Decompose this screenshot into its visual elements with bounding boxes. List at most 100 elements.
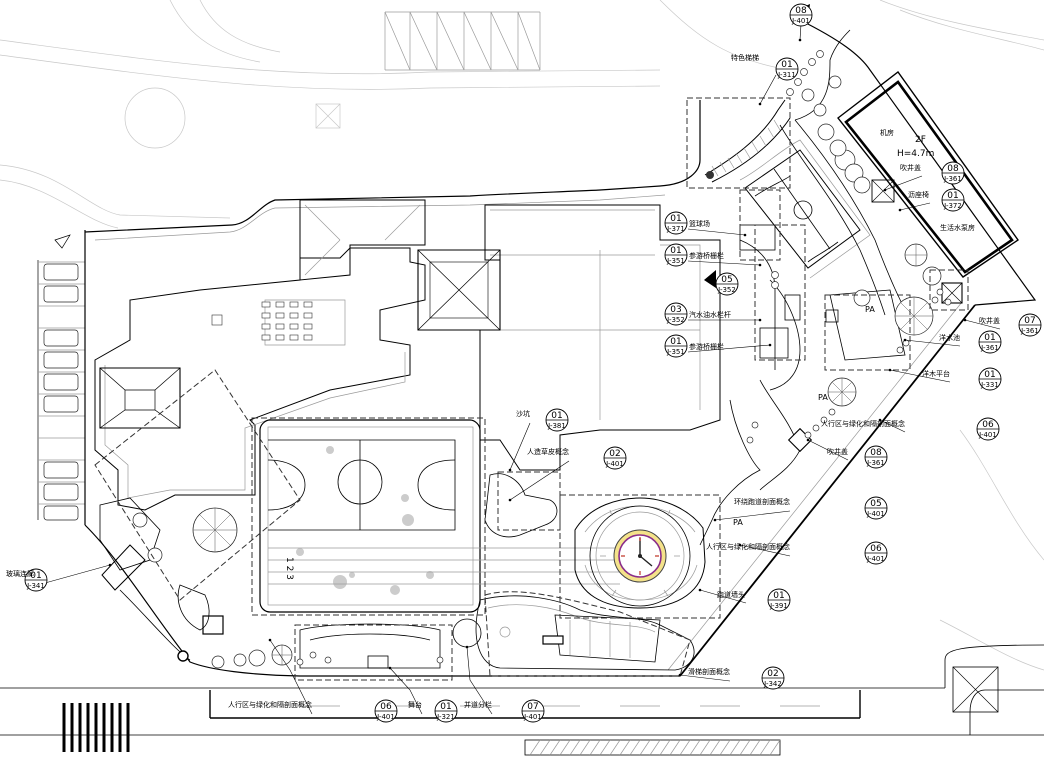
pa-mark-3: PA <box>733 518 743 527</box>
callout-sheet: J-401 <box>523 713 542 721</box>
floor-label: 2F <box>915 135 926 145</box>
callout-label: 沙坑 <box>516 409 530 418</box>
trees <box>132 50 952 669</box>
leader-dot <box>713 518 717 522</box>
callout-number: 01 <box>773 591 784 601</box>
leader-line <box>699 589 747 604</box>
callout-layer: 01J-311特色梯梯08J-40108J-361吹井盖01J-372沥座椅01… <box>6 3 1042 723</box>
callout-number: 01 <box>551 411 562 421</box>
callout-number: 06 <box>380 702 392 712</box>
callout-label: 吹井盖 <box>979 316 1000 325</box>
callout-label: 并道分栏 <box>464 700 492 709</box>
callout-number: 03 <box>670 305 681 315</box>
leader-dot <box>758 318 762 322</box>
leader-dot <box>806 438 810 442</box>
detail-boundaries <box>94 97 969 681</box>
callout-c17: 01J-391 跑道墙头 <box>698 588 791 612</box>
pa-mark-2: PA <box>818 393 828 402</box>
callout-label: 人行区与绿化和隔剖面概念 <box>821 419 905 428</box>
leader-line <box>389 667 423 715</box>
callout-sheet: J-401 <box>978 431 997 439</box>
callout-label: 吹井盖 <box>827 447 848 456</box>
callout-sheet: J-401 <box>605 460 624 468</box>
height-label: H=4.7m <box>897 149 934 159</box>
leader-dot <box>465 645 469 649</box>
callout-sheet: J-352 <box>717 286 736 294</box>
callout-label: 人行区与绿化和隔剖面概念 <box>228 700 312 709</box>
callout-number: 01 <box>670 246 681 256</box>
leader-dot <box>878 418 882 422</box>
callout-sheet: J-381 <box>547 422 566 430</box>
callout-number: 05 <box>721 275 732 285</box>
callout-number: 01 <box>984 370 995 380</box>
leader-line <box>509 422 531 471</box>
room-label-bottom: 生活水泵房 <box>940 223 975 232</box>
site-boundary <box>84 19 1037 677</box>
leader-line <box>879 419 906 433</box>
sports-field: 1 2 3 <box>259 419 620 613</box>
leader-line <box>899 202 931 211</box>
callout-label: 人造草皮概念 <box>527 447 569 456</box>
callout-c19: 02J-401 人造草皮概念 <box>508 446 627 502</box>
pump-house-building: 机房 2F H=4.7m 生活水泵房 <box>837 71 1019 278</box>
callout-label: 吹井盖 <box>900 163 921 172</box>
callout-label: 环绕跑道剖面概念 <box>734 497 790 506</box>
leader-line <box>799 23 802 41</box>
basketball-court <box>739 119 911 321</box>
callout-number: 05 <box>870 499 881 509</box>
callout-number: 02 <box>767 669 778 679</box>
callout-number: 01 <box>670 214 681 224</box>
leader-line <box>964 319 1001 330</box>
callout-sheet: J-341 <box>26 582 45 590</box>
callout-number: 01 <box>440 702 451 712</box>
track-lane-numbers: 1 2 3 <box>284 557 294 580</box>
leader-line <box>687 260 761 266</box>
callout-sheet: J-401 <box>376 713 395 721</box>
leader-dot <box>903 338 907 342</box>
leader-dot <box>743 233 747 237</box>
leader-dot <box>388 666 392 670</box>
pa-mark-1: PA <box>865 305 875 314</box>
callout-sheet: J-401 <box>866 510 885 518</box>
callout-number: 01 <box>947 191 958 201</box>
callout-sheet: J-361 <box>1020 327 1039 335</box>
leader-line <box>759 74 777 105</box>
callout-label: 滑梯剖面概念 <box>688 667 730 676</box>
internal-paths <box>99 224 963 671</box>
leader-dot <box>758 263 762 267</box>
leader-dot <box>268 638 272 642</box>
callout-label: 跑道墙头 <box>717 590 745 599</box>
callout-sheet: J-361 <box>866 459 885 467</box>
callout-number: 01 <box>781 60 792 70</box>
callout-sheet: J-391 <box>769 602 788 610</box>
play-area-marks: PA PA PA <box>733 305 875 527</box>
leader-line <box>807 439 849 461</box>
callout-label: 汽水油水栏杆 <box>689 310 731 319</box>
room-label-top: 机房 <box>880 128 894 137</box>
callout-number: 02 <box>609 449 620 459</box>
callout-c21: 06J-401 人行区与绿化和隔剖面概念 <box>228 638 398 723</box>
leader-line <box>509 460 570 501</box>
callout-number: 06 <box>982 420 994 430</box>
leader-dot <box>738 543 742 547</box>
callout-sheet: J-351 <box>666 348 685 356</box>
leader-dot <box>768 343 772 347</box>
callout-number: 01 <box>984 333 995 343</box>
callout-sheet: J-372 <box>943 202 962 210</box>
callout-number: 08 <box>795 6 807 16</box>
callout-c15: 05J-401 环绕跑道剖面概念 <box>713 496 888 522</box>
callout-number: 01 <box>30 571 41 581</box>
parking-lot <box>37 230 86 525</box>
leader-dot <box>898 208 902 212</box>
leader-line <box>679 674 731 682</box>
context-linework <box>0 0 1044 671</box>
